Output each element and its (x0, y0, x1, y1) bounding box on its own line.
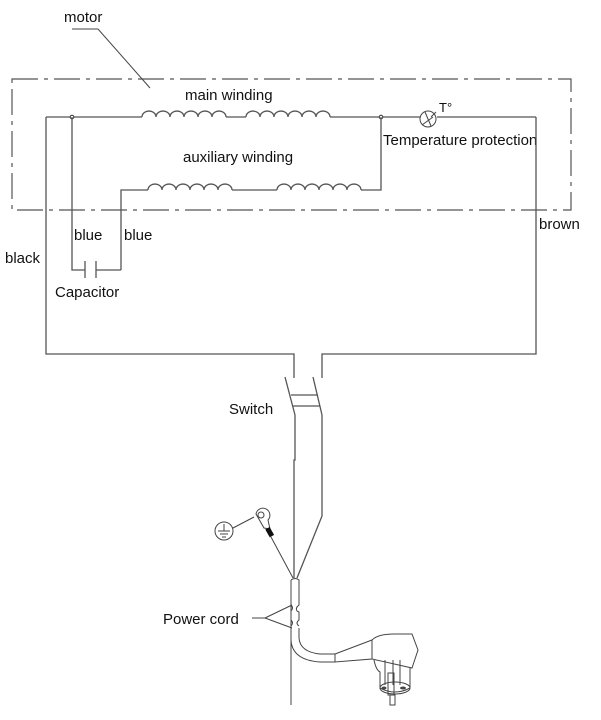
main-winding-coil-1 (141, 110, 227, 118)
capacitor-label: Capacitor (55, 284, 119, 301)
auxiliary-winding-label: auxiliary winding (183, 149, 293, 166)
temperature-protection (419, 110, 437, 128)
black-wire-label: black (5, 250, 41, 267)
ground-terminal (214, 507, 294, 579)
motor-label: motor (64, 9, 102, 26)
power-cord-label: Power cord (163, 611, 239, 628)
aux-winding-coil-2 (276, 183, 362, 191)
ground-icon (214, 521, 234, 541)
blue-wire-left-label: blue (74, 227, 102, 244)
main-winding-coil-2 (245, 110, 331, 118)
switch-icon (284, 376, 323, 579)
brown-wire-label: brown (539, 216, 580, 233)
power-cord (252, 578, 335, 705)
main-winding (46, 110, 536, 118)
plug-icon (334, 633, 419, 706)
motor-leader-line (72, 28, 151, 89)
temperature-symbol: T° (439, 100, 452, 115)
motor-housing-outline (11, 78, 572, 211)
main-winding-label: main winding (185, 87, 273, 104)
thermostat-icon (419, 110, 437, 128)
temperature-protection-label: Temperature protection (383, 132, 537, 149)
ring-terminal-icon (255, 507, 271, 530)
blue-wire-right-label: blue (124, 227, 152, 244)
capacitor-icon (84, 261, 97, 278)
black-wire (45, 117, 295, 378)
aux-winding-coil-1 (147, 183, 233, 191)
blue-wire-left (71, 117, 85, 271)
brown-wire (321, 117, 537, 378)
switch-label: Switch (229, 401, 273, 418)
auxiliary-winding (120, 117, 382, 270)
